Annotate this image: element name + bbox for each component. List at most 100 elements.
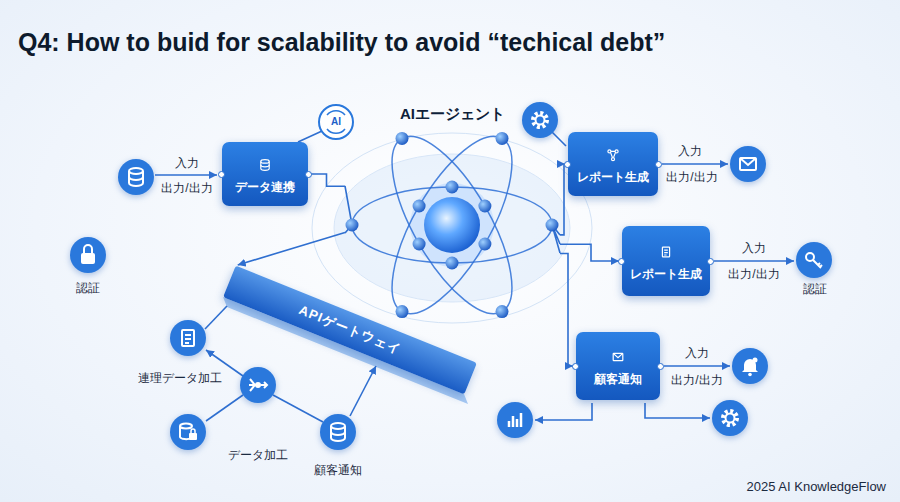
wire (298, 131, 322, 142)
gateway-band: APIゲートウェイ (223, 266, 477, 395)
node-label: AIエージェント (345, 105, 560, 123)
connector (238, 233, 345, 265)
atom-orbit (352, 187, 552, 263)
ai-icon (319, 105, 353, 139)
port-dot (618, 258, 625, 265)
process-box: データ連携 (222, 142, 308, 206)
annotation: 出力/出力 (161, 181, 212, 195)
atom-dot (546, 219, 559, 232)
gear-icon (533, 113, 547, 127)
mail-icon (730, 146, 766, 182)
atom-dot (496, 132, 509, 145)
annotation: データ加工 (228, 448, 288, 462)
connector (560, 253, 573, 366)
db-icon (118, 159, 154, 195)
annotation: 出力/出力 (671, 373, 722, 387)
box-icon (601, 143, 625, 167)
wire (535, 403, 592, 420)
wire (205, 306, 227, 329)
mail-icon (740, 158, 756, 170)
ai-icon (319, 105, 353, 139)
annotation: 入力 (678, 144, 702, 158)
wire (645, 403, 710, 418)
annotation-text: AI (331, 116, 341, 127)
annotation-text: 入力 (742, 241, 766, 255)
annotation-text: 顧客通知 (314, 463, 362, 477)
db-icon (331, 423, 345, 441)
lock-icon (81, 245, 95, 264)
box-icon (253, 153, 277, 177)
annotation: AI (331, 115, 341, 129)
annotation-text: 入力 (685, 346, 709, 360)
chart-icon (509, 413, 521, 427)
wire (350, 366, 376, 416)
node-label: レポート生成 (577, 170, 649, 185)
atom-orbit (369, 119, 535, 330)
hub-icon (240, 367, 276, 403)
key-icon (806, 253, 822, 268)
port-dot (655, 161, 662, 168)
chart-icon (497, 402, 533, 438)
port-dot (218, 171, 225, 178)
chart-icon (497, 402, 533, 438)
atom-dot (396, 305, 409, 318)
atom-core (424, 197, 480, 253)
db-icon (320, 414, 356, 450)
node-label: データ連携 (235, 180, 295, 195)
port-dot (707, 258, 714, 265)
gear-icon (712, 400, 748, 436)
bell-icon (732, 348, 768, 384)
annotation: 出力/出力 (666, 170, 717, 184)
atom-dot (478, 200, 491, 213)
wire (664, 365, 730, 367)
process-box: 顧客通知 (576, 332, 660, 400)
connector (560, 244, 619, 261)
port-dot (657, 363, 664, 370)
annotation: 認証 (76, 281, 100, 295)
gear-icon (712, 400, 748, 436)
atom-dot (446, 181, 459, 194)
port-dot (305, 171, 312, 178)
hub-icon (249, 379, 267, 391)
wire (662, 163, 728, 165)
diagram-title: Q4: How to buid for scalability to avoid… (18, 28, 665, 57)
agent-hub: AIエージェント (345, 105, 560, 337)
annotation: 入力 (742, 241, 766, 255)
mail-icon (730, 146, 766, 182)
atom-dot (413, 200, 426, 213)
annotation-text: 入力 (175, 156, 199, 170)
atom-dot (346, 219, 359, 232)
box-icon (606, 345, 630, 369)
db-icon (320, 414, 356, 450)
node-label: レポート生成 (630, 267, 702, 282)
annotation-text: 連理データ加工 (138, 371, 222, 385)
lock-icon (70, 237, 106, 273)
atom-halo (410, 183, 494, 267)
wire (206, 395, 243, 421)
connector (308, 174, 345, 186)
atom-dot (478, 238, 491, 251)
hub-icon (240, 367, 276, 403)
gear-icon (522, 102, 558, 138)
bell-icon (742, 358, 758, 377)
doc-icon (182, 330, 194, 346)
atom-dot (396, 132, 409, 145)
key-icon (796, 242, 832, 278)
annotation: 出力/出力 (728, 267, 779, 281)
db-lock-icon (170, 414, 206, 450)
annotation-text: 入力 (678, 144, 702, 158)
node-label: 顧客通知 (594, 372, 642, 387)
atom-dot (413, 238, 426, 251)
lock-icon (70, 237, 106, 273)
wire (155, 174, 217, 176)
annotation-text: 出力/出力 (161, 181, 212, 195)
db-icon (129, 168, 143, 186)
annotation-text: 出力/出力 (671, 373, 722, 387)
gear-icon (522, 102, 558, 138)
process-box: レポート生成 (568, 132, 658, 196)
annotation-text: データ加工 (228, 448, 288, 462)
atom-dot (446, 257, 459, 270)
annotation: 入力 (685, 346, 709, 360)
db-icon (118, 159, 154, 195)
wire (273, 395, 323, 422)
